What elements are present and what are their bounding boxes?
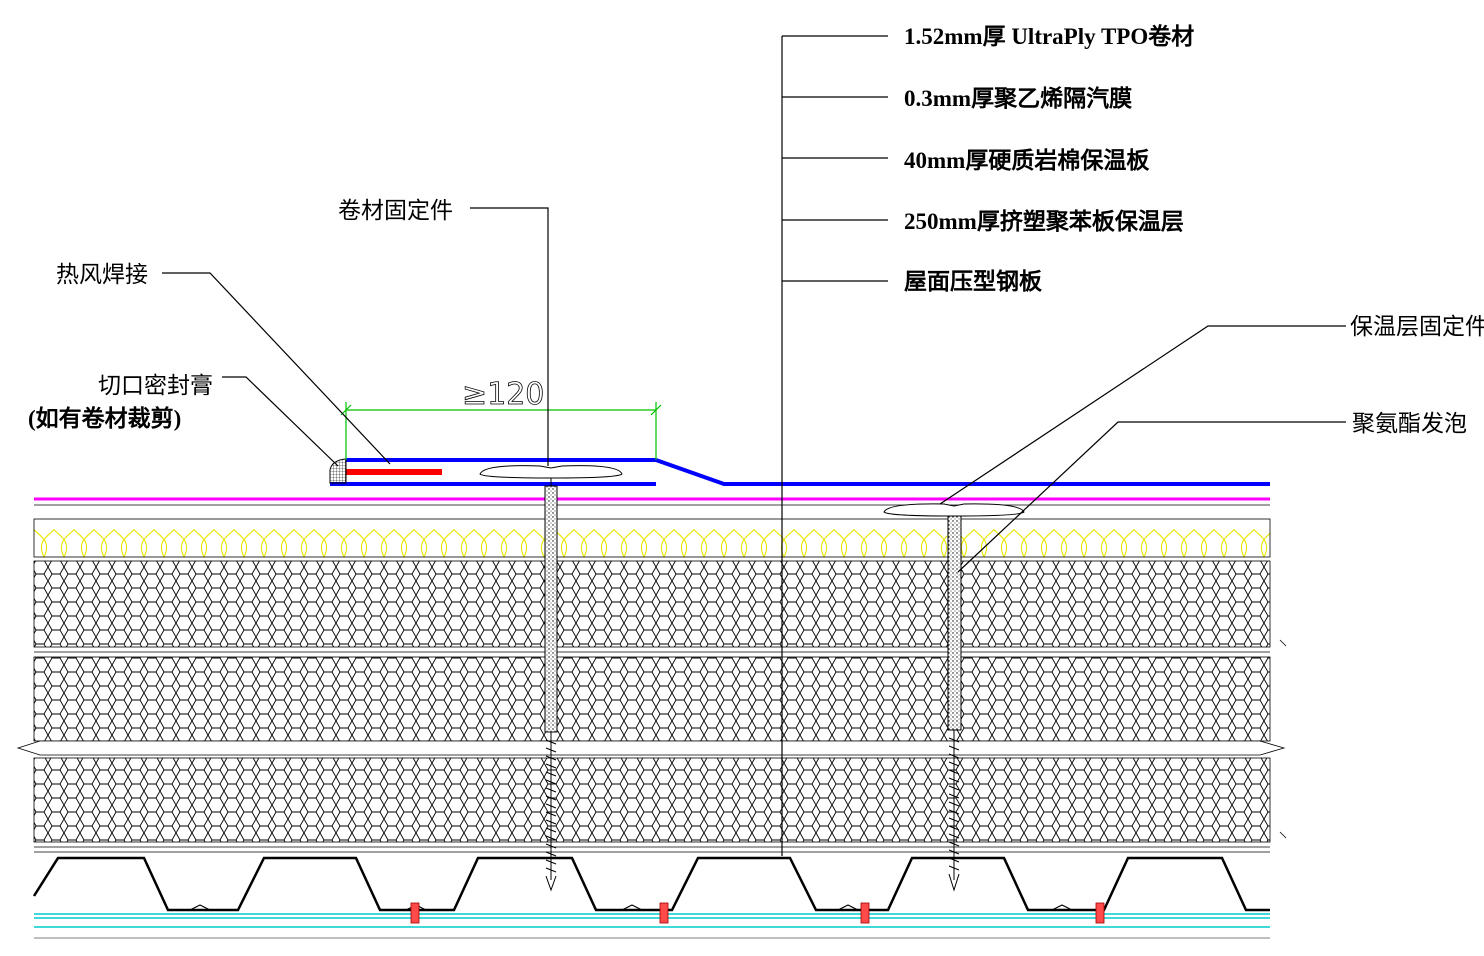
- fastener-sleeve: [947, 515, 962, 731]
- tpo-top-sheet: [346, 458, 1270, 486]
- xps-board-1: [33, 560, 1271, 648]
- layer-label-tpo: 1.52mm厚 UltraPly TPO卷材: [904, 23, 1194, 49]
- label-membrane-fastener: 卷材固定件: [338, 198, 453, 223]
- fastener-screw: [948, 730, 960, 892]
- label-hot-air-weld: 热风焊接: [56, 262, 148, 287]
- layer-stack: [16, 497, 1287, 939]
- overlap-dimension-text: ≥120: [462, 377, 544, 412]
- tpo-membrane: [329, 458, 1270, 486]
- label-pu-foam: 聚氨酯发泡: [1352, 411, 1467, 436]
- fastener-sleeve: [544, 485, 558, 733]
- layer-label-xps: 250mm厚挤塑聚苯板保温层: [904, 208, 1184, 234]
- fastener-plate: [479, 465, 623, 479]
- xps-board-3: [33, 757, 1271, 843]
- edge-mark: [1279, 831, 1287, 839]
- insulation-fastener: [883, 503, 1025, 892]
- layer-label-vapor: 0.3mm厚聚乙烯隔汽膜: [904, 85, 1132, 111]
- membrane-fastener: [479, 465, 623, 892]
- layer-label-rockwool: 40mm厚硬质岩棉保温板: [904, 147, 1150, 173]
- fastener-plate: [883, 503, 1025, 517]
- layer-label-deck: 屋面压型钢板: [904, 269, 1043, 294]
- rock-wool-layer: [33, 518, 1271, 558]
- deck-screws: [410, 902, 1105, 924]
- weld-strip: [346, 469, 442, 475]
- label-edge-sealant: 切口密封膏: [98, 373, 213, 398]
- label-insulation-fastener: 保温层固定件: [1350, 314, 1484, 339]
- edge-sealant-bead: [329, 458, 347, 484]
- xps-board-2: [33, 656, 1271, 742]
- edge-mark: [1279, 639, 1287, 647]
- steel-deck-profile: [32, 856, 1270, 912]
- leader-lines: [162, 35, 1346, 856]
- fastener-screw: [545, 732, 557, 892]
- label-edge-sealant-note: (如有卷材裁剪): [28, 405, 181, 431]
- break-line: [16, 740, 1286, 756]
- overlap-dimension: ≥120: [340, 377, 662, 460]
- labels: 1.52mm厚 UltraPly TPO卷材 0.3mm厚聚乙烯隔汽膜 40mm…: [28, 23, 1484, 436]
